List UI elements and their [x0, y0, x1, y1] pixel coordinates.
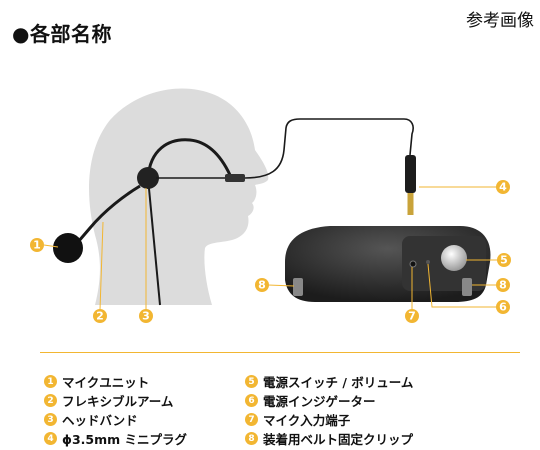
- mic-unit: [53, 233, 83, 263]
- svg-text:1: 1: [33, 239, 41, 252]
- marker-3: 3: [139, 309, 153, 323]
- headband-tail: [147, 177, 161, 306]
- marker-4: 4: [496, 180, 510, 194]
- volume-knob: [441, 245, 467, 271]
- legend-item: 4 ϕ3.5mm ミニプラグ: [44, 429, 187, 448]
- legend-label: ϕ3.5mm ミニプラグ: [62, 432, 188, 447]
- legend-label: フレキシブルアーム: [62, 394, 174, 409]
- marker-1: 1: [30, 238, 44, 252]
- legend-item: 7 マイク入力端子: [245, 410, 413, 429]
- marker-2: 2: [93, 309, 107, 323]
- belt-clip-left: [293, 278, 303, 296]
- headset-cable: [156, 118, 414, 179]
- mic-input-jack: [409, 260, 417, 268]
- legend-item: 6 電源インジゲーター: [245, 391, 413, 410]
- legend-label: ヘッドバンド: [62, 413, 138, 428]
- svg-text:5: 5: [500, 254, 508, 267]
- legend-label: 電源スイッチ / ボリューム: [263, 375, 414, 390]
- svg-text:4: 4: [499, 181, 507, 194]
- legend-number: 3: [44, 413, 57, 426]
- legend-number: 6: [245, 394, 258, 407]
- marker-5: 5: [497, 253, 511, 267]
- parts-diagram: 1 2 3 4 5 6 7 8 8: [30, 88, 511, 323]
- marker-8-left: 8: [255, 278, 269, 292]
- head-silhouette: [89, 88, 269, 305]
- svg-text:8: 8: [499, 279, 507, 292]
- legend-item: 8 装着用ベルト固定クリップ: [245, 429, 413, 448]
- legend-item: 1 マイクユニット: [44, 372, 187, 391]
- legend-label: マイクユニット: [62, 375, 150, 390]
- legend-left: 1 マイクユニット 2 フレキシブルアーム 3 ヘッドバンド 4 ϕ3.5mm ミニプラ…: [44, 372, 187, 448]
- legend-label: 電源インジゲーター: [263, 394, 376, 409]
- marker-6: 6: [496, 300, 510, 314]
- leader-lines: [43, 186, 498, 311]
- legend-number: 7: [245, 413, 258, 426]
- mini-plug-pin: [407, 193, 414, 215]
- marker-7: 7: [405, 309, 419, 323]
- mini-plug-body: [405, 155, 416, 193]
- legend-number: 8: [245, 432, 258, 445]
- legend-item: 3 ヘッドバンド: [44, 410, 187, 429]
- divider: [40, 352, 520, 353]
- legend-right: 5 電源スイッチ / ボリューム 6 電源インジゲーター 7 マイク入力端子 8 装着用…: [245, 372, 413, 448]
- svg-text:7: 7: [408, 310, 416, 323]
- legend-label: マイク入力端子: [263, 413, 351, 428]
- legend-item: 2 フレキシブルアーム: [44, 391, 187, 410]
- legend-item: 5 電源スイッチ / ボリューム: [245, 372, 413, 391]
- legend-number: 4: [44, 432, 57, 445]
- reference-image-label: 参考画像: [466, 11, 534, 31]
- headband: [146, 138, 232, 179]
- cable-clip: [225, 174, 245, 182]
- page-title: ●各部名称: [12, 22, 112, 46]
- legend-label: 装着用ベルト固定クリップ: [263, 432, 414, 447]
- flexible-arm: [76, 184, 141, 243]
- power-indicator: [426, 260, 430, 264]
- legend-number: 2: [44, 394, 57, 407]
- svg-text:8: 8: [258, 279, 266, 292]
- svg-text:6: 6: [499, 301, 507, 314]
- svg-text:3: 3: [142, 310, 150, 323]
- marker-8-right: 8: [496, 278, 510, 292]
- belt-clip-right: [462, 278, 472, 296]
- legend-number: 1: [44, 375, 57, 388]
- ear-piece: [137, 167, 159, 189]
- svg-text:2: 2: [96, 310, 104, 323]
- legend-number: 5: [245, 375, 258, 388]
